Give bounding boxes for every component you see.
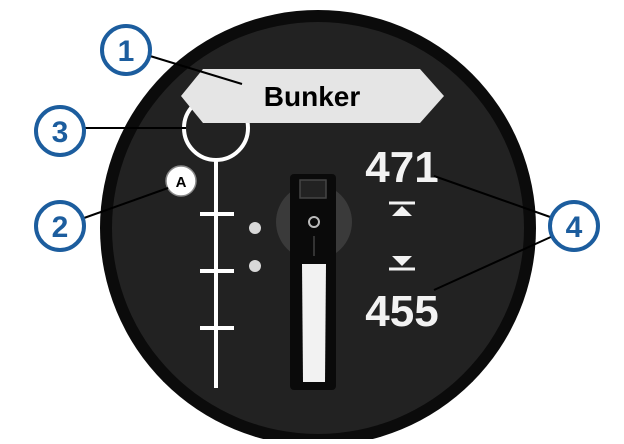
distance-readouts: 471 455 [365, 143, 438, 336]
golfer-icon [276, 174, 352, 390]
callout-2-number: 2 [52, 211, 69, 244]
callout-4-number: 4 [566, 211, 583, 244]
callout-2-circle [34, 200, 86, 252]
callout-2: 2 [34, 200, 86, 252]
shot-dot-2 [249, 260, 261, 272]
callout-3-circle [34, 105, 86, 157]
hole-layout [200, 158, 261, 388]
callout-1: 1 [100, 24, 152, 76]
callout-4-circle [548, 200, 600, 252]
distance-front-value: 471 [365, 143, 438, 192]
callout-line-1 [149, 55, 243, 85]
golfer-icon-head [299, 179, 327, 199]
golfer-icon-club [302, 264, 326, 382]
callout-1-number: 1 [118, 35, 135, 68]
callout-line-2 [83, 187, 169, 219]
shot-dot-1 [249, 222, 261, 234]
callout-4: 4 [548, 200, 600, 252]
layup-marker-label: A [176, 174, 187, 191]
callout-1-circle [100, 24, 152, 76]
callout-line-4a [433, 175, 554, 219]
hazard-banner-shape [181, 69, 444, 123]
callout-line-4b [433, 235, 554, 291]
callout-3: 3 [34, 105, 86, 157]
callout-3-number: 3 [52, 116, 69, 149]
hazard-name-banner: Bunker [181, 69, 444, 123]
flag-back-arrow-icon [389, 256, 415, 271]
golfer-icon-hub [308, 216, 320, 228]
hazard-name-text: Bunker [264, 81, 361, 112]
layup-marker-circle [165, 165, 197, 197]
callout-lines [83, 55, 554, 291]
flag-front-arrow-icon [389, 201, 415, 216]
distance-back-value: 455 [365, 287, 438, 336]
layup-marker: A [165, 165, 197, 197]
